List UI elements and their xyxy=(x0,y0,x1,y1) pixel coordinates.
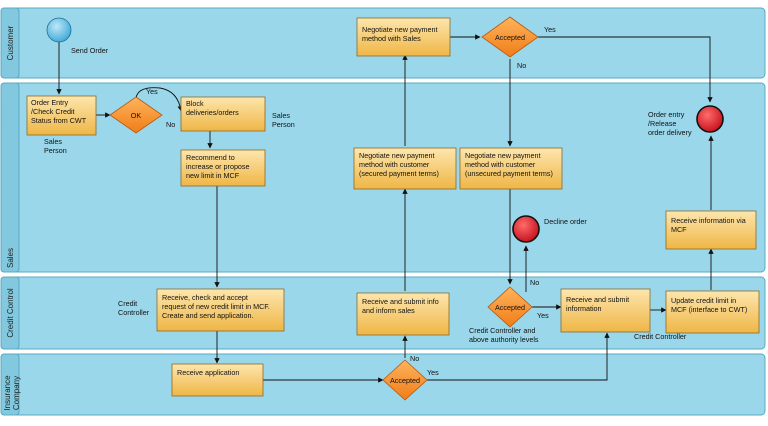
edge-insurance-yes xyxy=(427,332,610,381)
edge-label-customer-no: No xyxy=(517,61,526,70)
start-event-circle[interactable] xyxy=(46,17,72,43)
edge-label-credit-yes: Yes xyxy=(537,311,549,320)
gateway-accepted-insurance[interactable]: Accepted xyxy=(382,359,428,401)
end-event-release[interactable] xyxy=(696,105,724,133)
edge-label-insurance-yes: Yes xyxy=(427,368,439,377)
edge-label-ok-no: No xyxy=(166,120,175,129)
gateway-ok[interactable]: OK xyxy=(109,96,163,134)
svg-text:OK: OK xyxy=(131,111,142,120)
edge-label-customer-yes: Yes xyxy=(544,25,556,34)
edge-ok-yes-loop xyxy=(135,87,183,112)
lane-insurance: InsuranceCompany xyxy=(0,353,766,416)
svg-text:Accepted: Accepted xyxy=(495,303,525,312)
edges xyxy=(56,34,714,383)
lane-label-customer: Customer xyxy=(6,25,15,60)
gateway-accepted-credit[interactable]: Accepted xyxy=(487,286,533,328)
edge-label-ok-yes: Yes xyxy=(146,87,158,96)
annotation-credit-controller-3: Credit Controller xyxy=(634,332,687,341)
end-event-decline-label: Decline order xyxy=(544,217,587,226)
svg-text:Accepted: Accepted xyxy=(495,33,525,42)
start-event-label: Send Order xyxy=(71,46,109,55)
lane-label-credit-control: Credit Control xyxy=(6,288,15,338)
edge-label-credit-no: No xyxy=(530,278,539,287)
edge-customer-yes xyxy=(535,36,713,103)
svg-text:Receive application: Receive application xyxy=(177,368,239,377)
svg-text:Accepted: Accepted xyxy=(390,376,420,385)
lane-label-sales: Sales xyxy=(6,248,15,268)
end-event-decline[interactable] xyxy=(512,215,540,243)
lane-label-insurance: InsuranceCompany xyxy=(3,375,21,411)
task-receive-application[interactable]: Receive application xyxy=(171,363,264,397)
edge-label-insurance-no: No xyxy=(410,354,419,363)
gateway-accepted-customer[interactable]: Accepted xyxy=(481,16,539,58)
